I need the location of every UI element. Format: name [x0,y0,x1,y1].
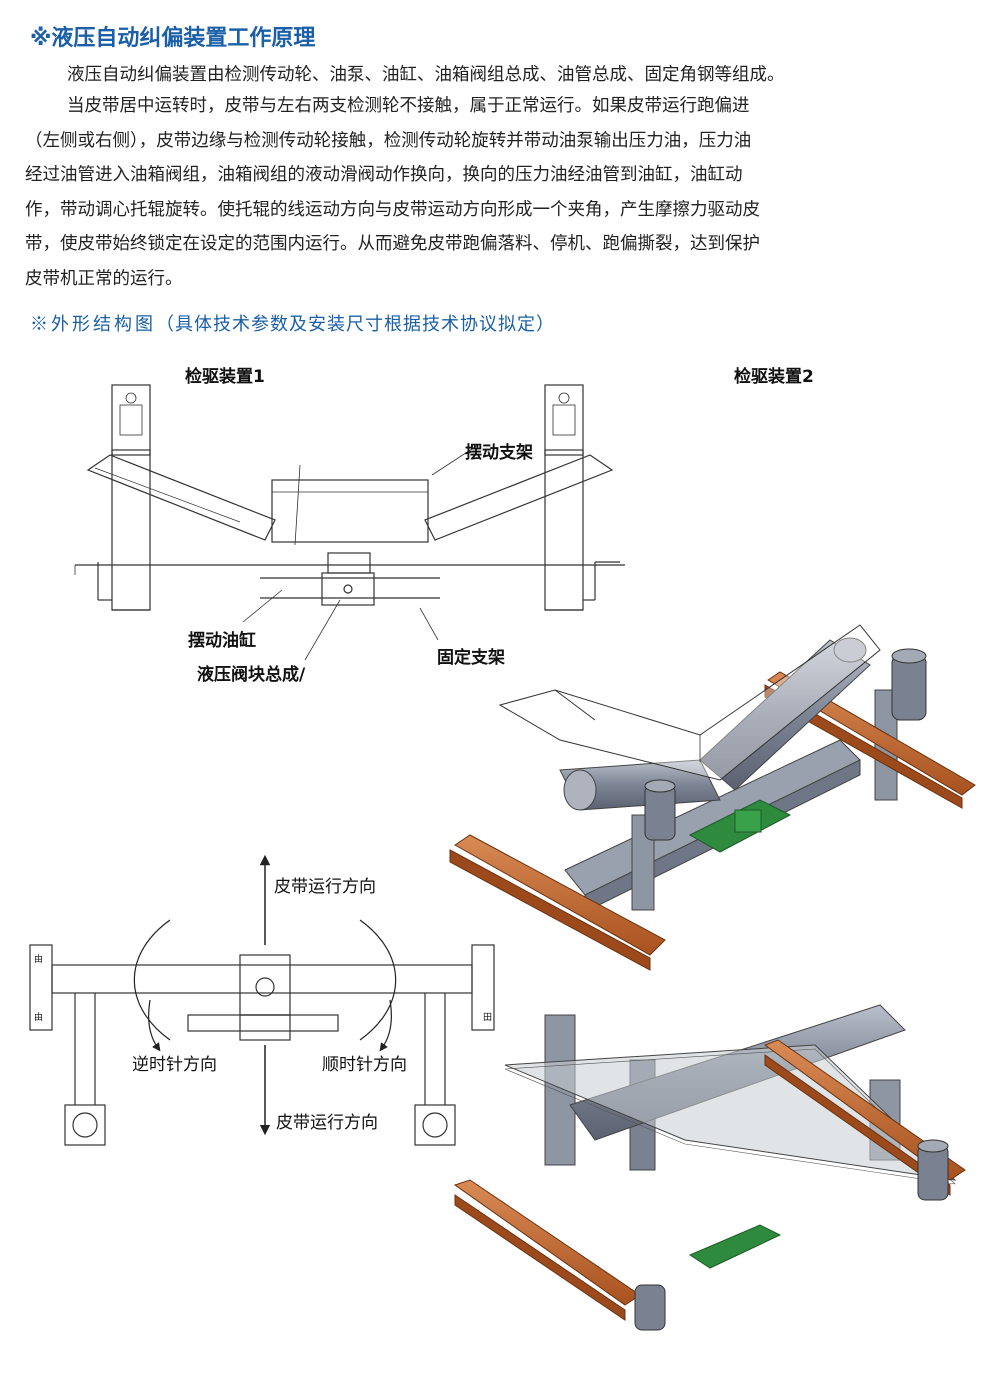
para2-line-3: 经过油管进入油箱阀组，油箱阀组的液动滑阀动作换向，换向的压力油经油管到油缸，油缸… [25,165,743,185]
plan-view-drawing [29,854,495,1146]
label-clockwise: 顺时针方向 [322,1055,407,1075]
intro-paragraph: 液压自动纠偏装置由检测传动轮、油泵、油缸、油箱阀组总成、油管总成、固定角钢等组成… [25,58,980,93]
section2-title-text: ※外形结构图 [30,314,156,335]
tiny-mark-2: 由 [34,1013,44,1023]
label-detect-device-2: 检驱装置2 [734,367,814,387]
para2-line-5: 带，使皮带始终锁定在设定的范围内运行。从而避免皮带跑偏落料、停机、跑偏撕裂，达到… [25,234,760,254]
label-detect-device-1: 检驱装置1 [185,367,265,387]
para2-line-6: 皮带机正常的运行。 [25,268,183,289]
label-valve-block: 液压阀块总成/ [197,665,306,685]
tiny-mark-1: 由 [34,955,44,965]
label-swing-cylinder: 摆动油缸 [188,631,256,651]
para2-line-4: 作，带动调心托辊旋转。使托辊的线运动方向与皮带运动方向形成一个夹角，产生摩擦力驱… [25,199,760,220]
label-fixed-frame: 固定支架 [437,648,505,668]
label-belt-direction-top: 皮带运行方向 [274,877,376,897]
label-counterclockwise: 逆时针方向 [132,1055,217,1075]
front-elevation-drawing [74,384,625,661]
para2-line-1: 当皮带居中运转时，皮带与左右两支检测轮不接触，属于正常运行。如果皮带运行跑偏进 [67,96,750,116]
tiny-mark-3: 田 [483,1013,493,1023]
isometric-view-2 [453,1004,966,1331]
section2-title: ※外形结构图（具体技术参数及安装尺寸根据技术协议拟定） [30,310,555,336]
label-swing-frame: 摆动支架 [465,443,533,463]
isometric-view-1 [449,624,976,971]
para2-line-2: （左侧或右侧），皮带边缘与检测传动轮接触，检测传动轮旋转并带动油泵输出压力油，压… [25,130,752,151]
section-title: ※液压自动纠偏装置工作原理 [30,26,316,51]
label-belt-direction-bottom: 皮带运行方向 [276,1113,378,1133]
section2-note: （具体技术参数及安装尺寸根据技术协议拟定） [156,314,555,335]
para1-line: 液压自动纠偏装置由检测传动轮、油泵、油缸、油箱阀组总成、油管总成、固定角钢等组成… [67,65,785,85]
principle-paragraph: 当皮带居中运转时，皮带与左右两支检测轮不接触，属于正常运行。如果皮带运行跑偏进 … [25,89,980,296]
